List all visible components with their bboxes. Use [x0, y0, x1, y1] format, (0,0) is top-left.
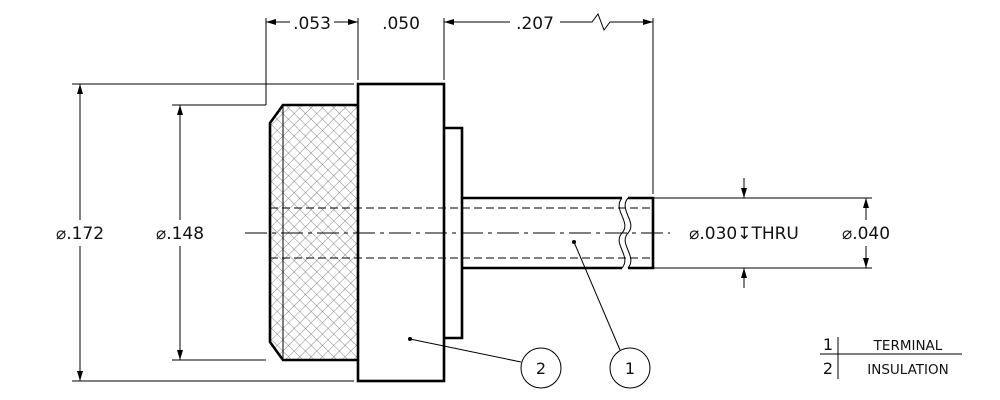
parts-list-description: TERMINAL: [873, 338, 943, 354]
balloon-2-number: 2: [536, 359, 546, 378]
parts-list-item-number: 2: [823, 359, 833, 378]
dim-dia-030-thru: ⌀.030↧THRU: [689, 224, 799, 244]
insulation-boss: [270, 105, 358, 360]
terminal-pin-left: [462, 196, 622, 270]
dim-dia-172: ⌀.172: [56, 224, 104, 244]
insulation-boss-outline: [268, 103, 358, 362]
parts-list: 1 TERMINAL 2 INSULATION: [820, 335, 962, 379]
balloon-2: 2: [408, 337, 562, 389]
part-outline: [245, 82, 670, 383]
dimension-lines: [77, 12, 869, 381]
parts-list-row: 1 TERMINAL: [823, 335, 943, 354]
balloon-1: 1: [572, 240, 651, 389]
dim-dia-148: ⌀.148: [156, 224, 204, 244]
parts-list-row: 2 INSULATION: [823, 359, 949, 378]
dim-053: .053: [293, 14, 331, 34]
parts-list-description: INSULATION: [867, 362, 949, 378]
parts-list-item-number: 1: [823, 335, 833, 354]
balloon-1-number: 1: [625, 359, 635, 378]
dim-dia-040: ⌀.040: [842, 224, 890, 244]
dim-050: .050: [382, 14, 420, 34]
extension-lines: [72, 18, 872, 382]
dim-207: .207: [516, 14, 554, 34]
